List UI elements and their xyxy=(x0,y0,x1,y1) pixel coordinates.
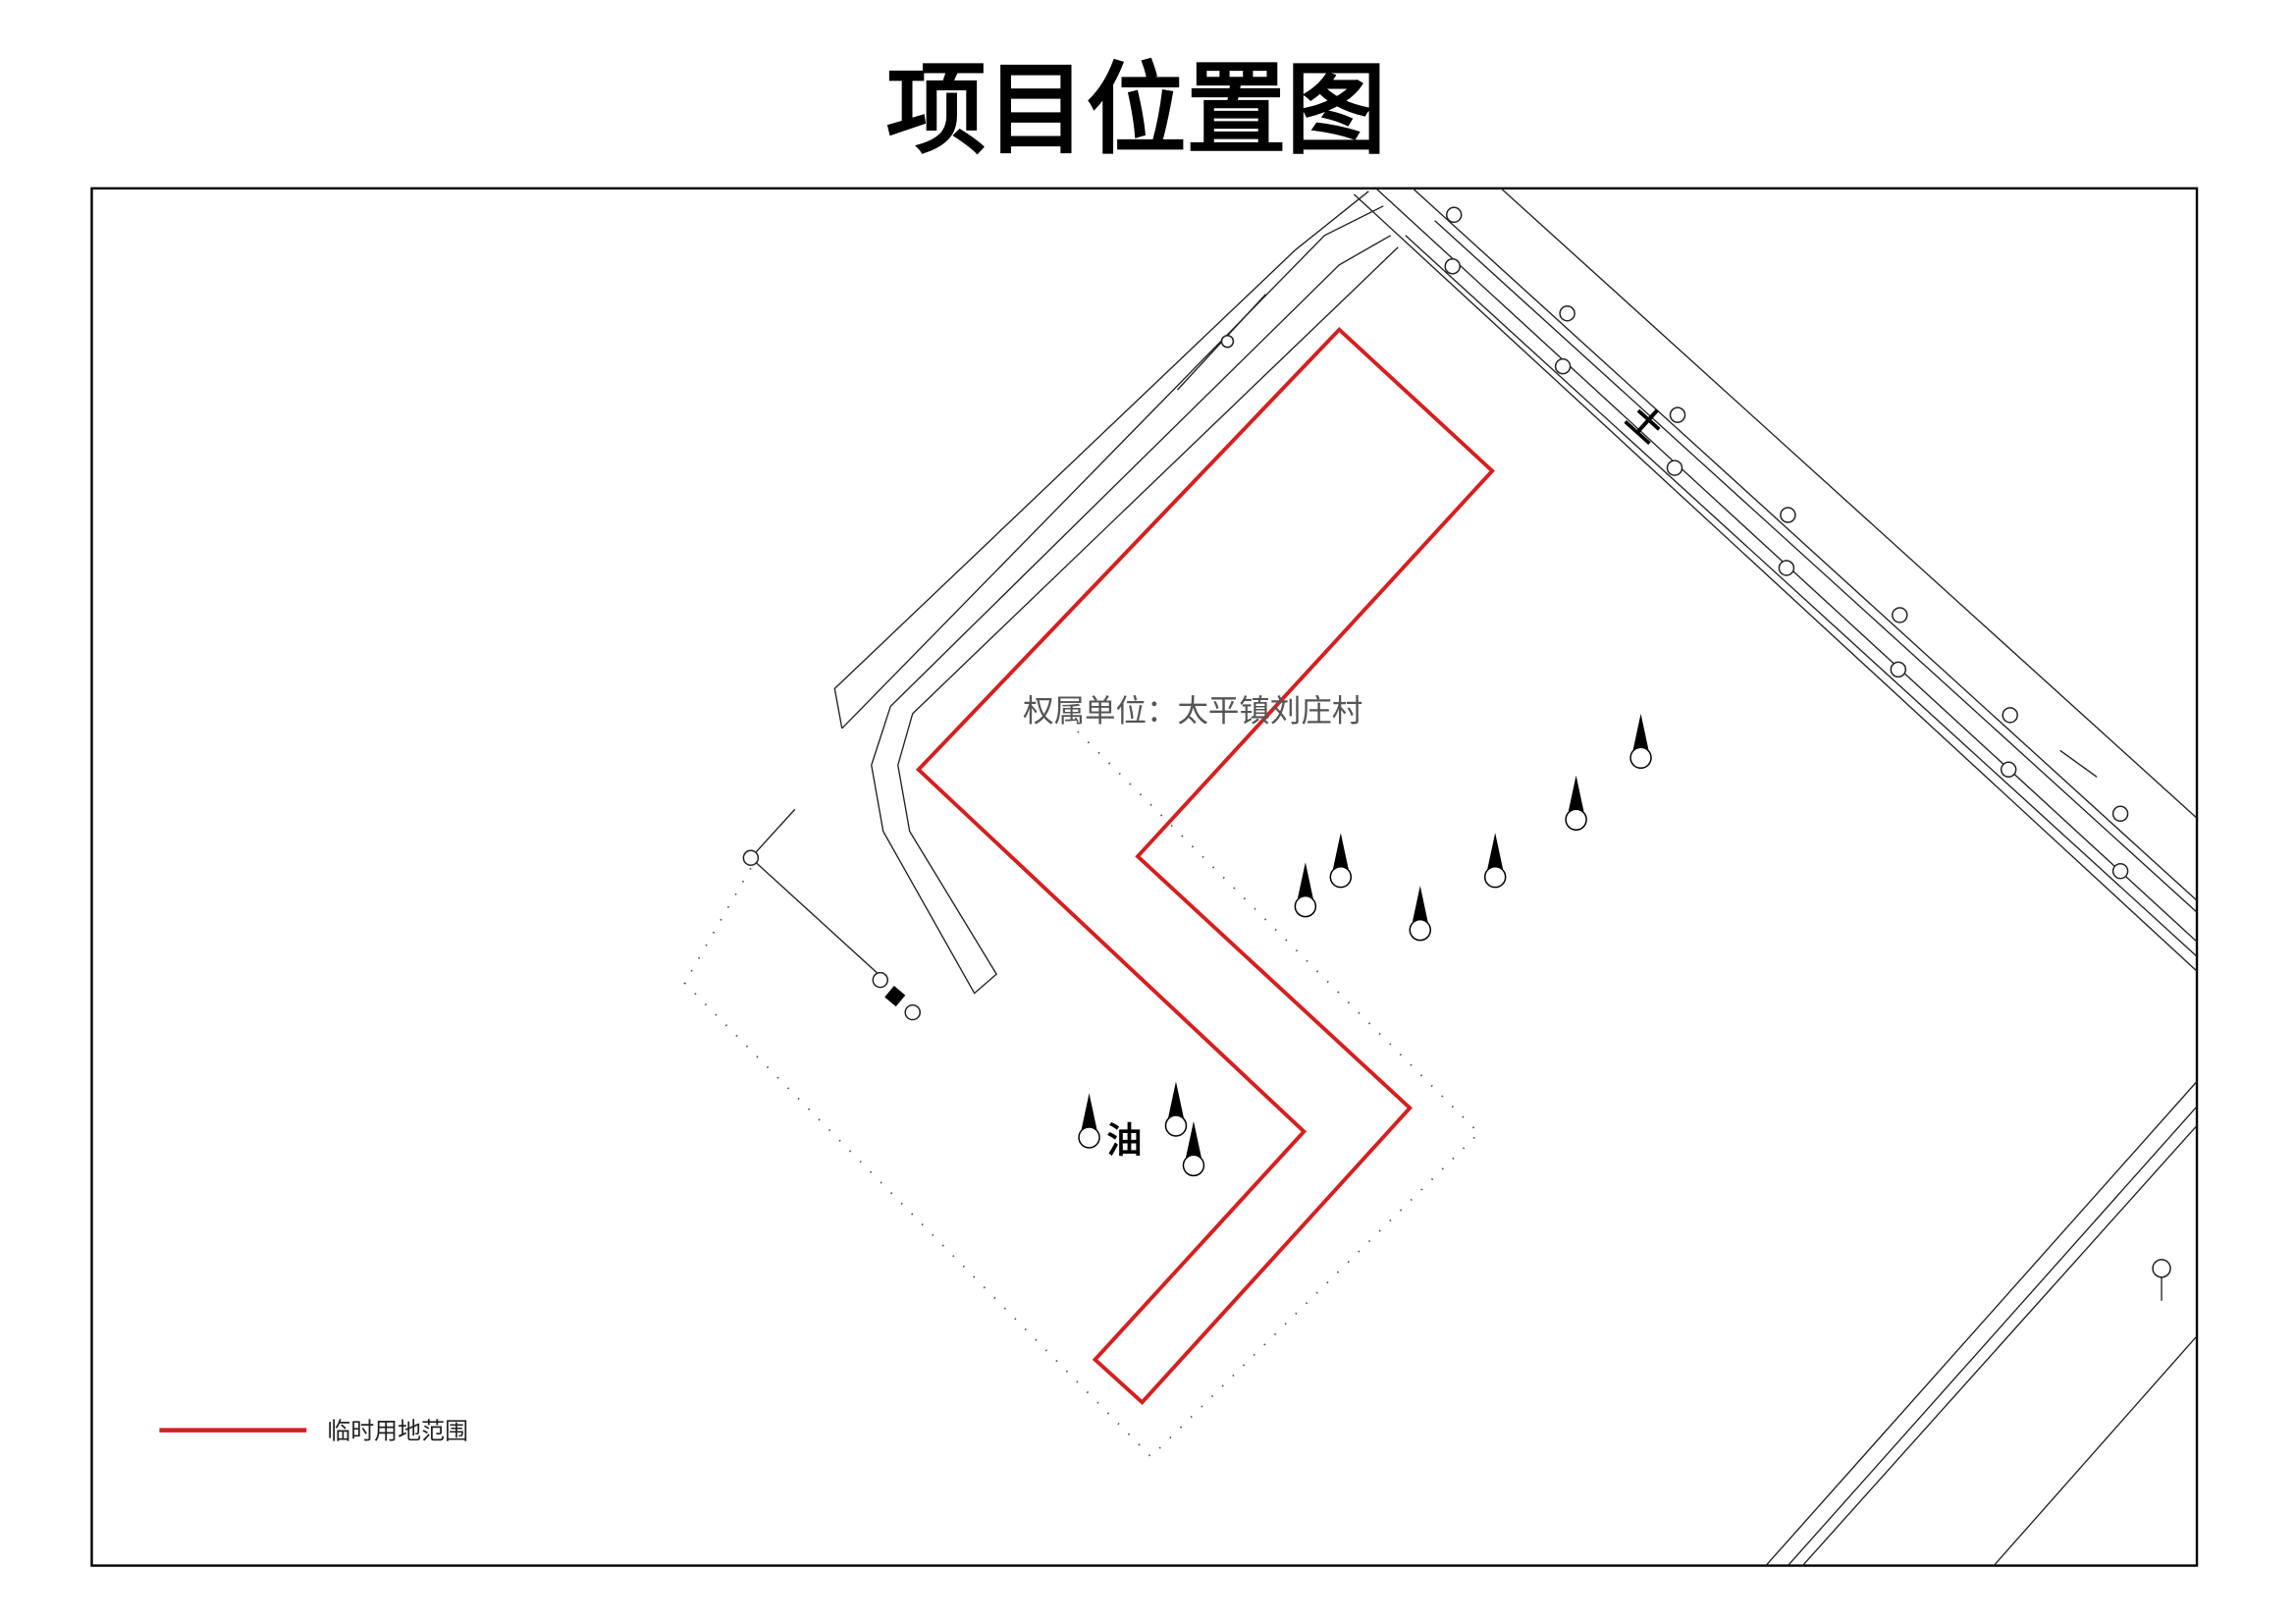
tree-marker-icon xyxy=(1565,775,1587,831)
map-frame xyxy=(90,187,2199,1567)
tree-markers xyxy=(1078,713,1652,1177)
utility-poles xyxy=(1444,206,2129,880)
legend-boundary-label: 临时用地范围 xyxy=(327,1418,468,1445)
ownership-label: 权属单位：太平镇刘庄村 xyxy=(1023,693,1362,729)
oil-label: 油 xyxy=(1107,1120,1143,1161)
tree-marker-icon xyxy=(1483,833,1507,889)
road-lines-top-right xyxy=(1353,188,2198,972)
tree-marker-icon xyxy=(1294,862,1317,918)
road-lines-left xyxy=(742,190,1399,1021)
temporary-land-boundary xyxy=(915,326,1495,1405)
tree-marker-icon xyxy=(1078,1093,1100,1149)
road-lines-bottom-right xyxy=(1765,1081,2198,1567)
tree-marker-icon xyxy=(1164,1081,1188,1137)
page-title: 项目位置图 xyxy=(886,51,1386,169)
legend: 临时用地范围 xyxy=(159,1418,468,1445)
tree-marker-icon xyxy=(1629,713,1652,770)
tree-marker-icon xyxy=(1329,833,1353,889)
soil-label: 土 xyxy=(1619,398,1672,452)
soil-symbol: 土 xyxy=(1619,398,1672,452)
tree-marker-icon xyxy=(1182,1120,1205,1177)
dotted-boundary xyxy=(683,728,1480,1458)
tree-marker-icon xyxy=(1409,886,1431,942)
